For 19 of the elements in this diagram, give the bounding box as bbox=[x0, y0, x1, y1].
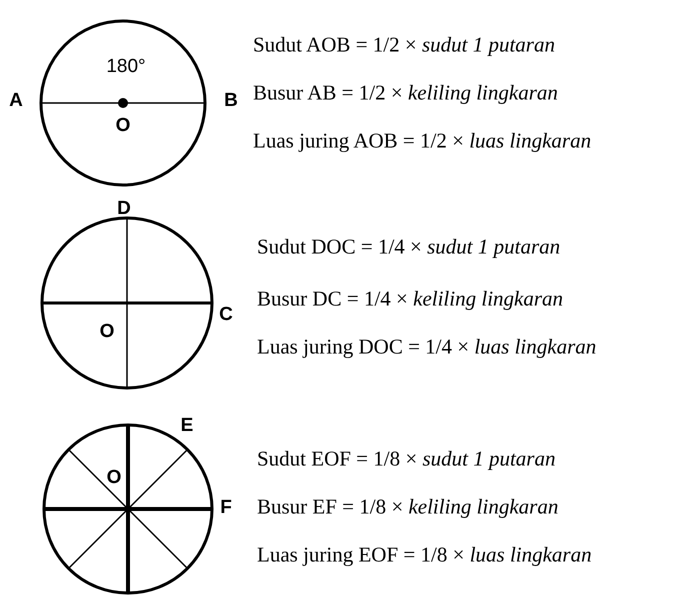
point-label: O bbox=[100, 321, 114, 343]
point-label: O bbox=[116, 115, 130, 137]
formula-text: Busur DC = 1/4 × keliling lingkaran bbox=[257, 286, 564, 312]
point-label: E bbox=[180, 415, 194, 437]
point-label: O bbox=[106, 467, 122, 489]
point-label: F bbox=[220, 497, 232, 519]
point-label: D bbox=[117, 198, 131, 220]
formula-text: Luas juring DOC = 1/4 × luas lingkaran bbox=[257, 334, 596, 360]
formula-text: Sudut EOF = 1/8 × sudut 1 putaran bbox=[257, 446, 556, 472]
formula-text: Busur AB = 1/2 × keliling lingkaran bbox=[253, 80, 558, 106]
point-label: C bbox=[219, 304, 233, 326]
point-label: B bbox=[224, 90, 238, 112]
formula-text: Luas juring EOF = 1/8 × luas lingkaran bbox=[257, 542, 592, 568]
formula-text: Luas juring AOB = 1/2 × luas lingkaran bbox=[253, 128, 592, 154]
formula-text: Busur EF = 1/8 × keliling lingkaran bbox=[257, 494, 558, 520]
angle-label: 180° bbox=[106, 56, 146, 78]
formula-text: Sudut AOB = 1/2 × sudut 1 putaran bbox=[253, 32, 555, 58]
point-label: A bbox=[9, 90, 23, 112]
formula-text: Sudut DOC = 1/4 × sudut 1 putaran bbox=[257, 234, 560, 260]
